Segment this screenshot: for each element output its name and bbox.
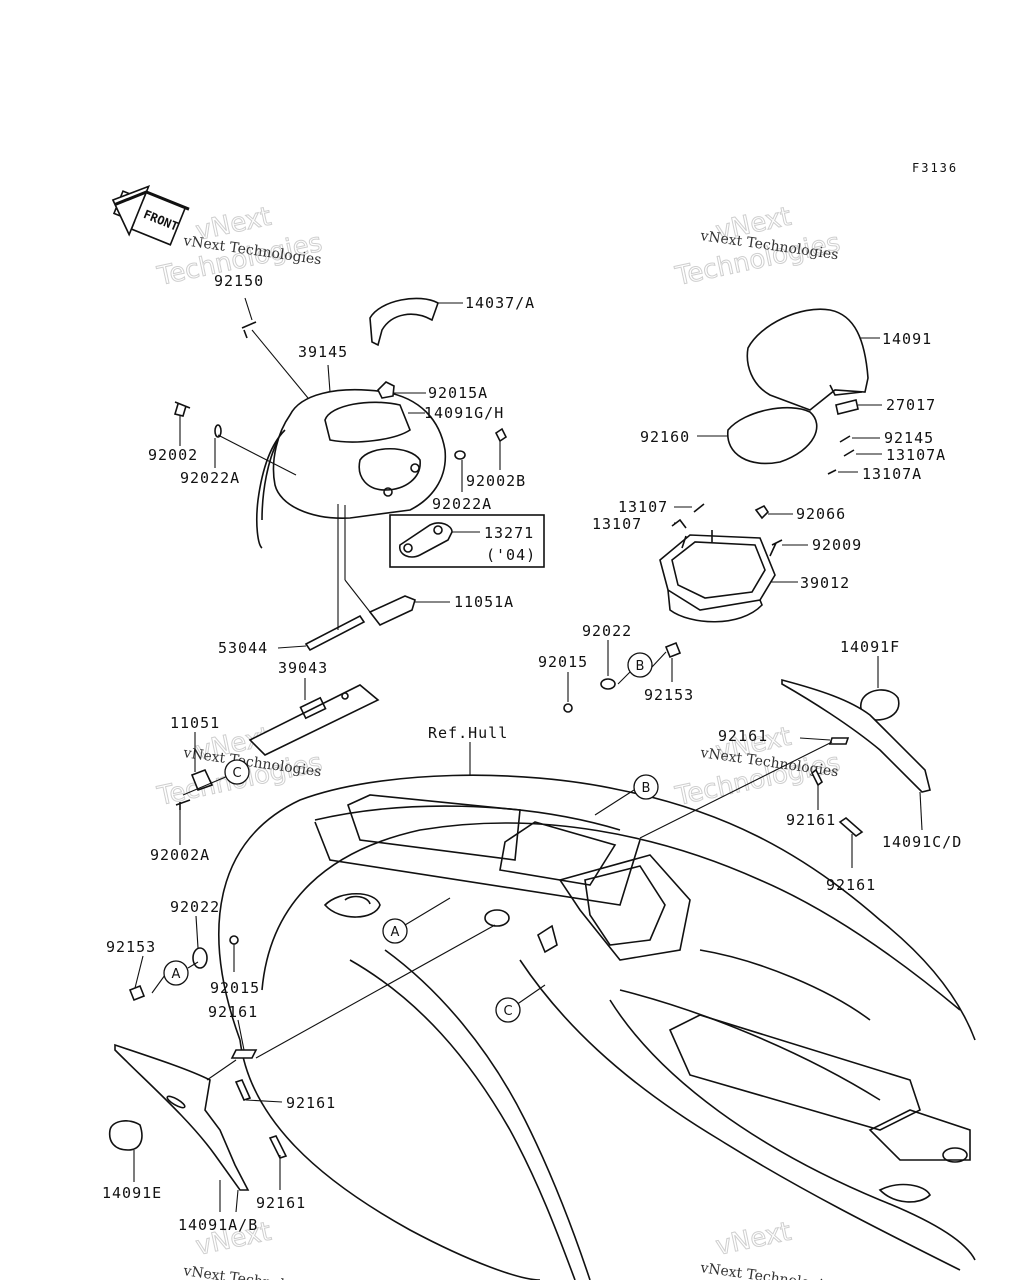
callout-A-left: A (163, 960, 189, 986)
part-92002A-bolt (175, 799, 191, 810)
part-14091AB-side-panel (114, 1043, 250, 1191)
part-39145-storage-case (255, 389, 447, 549)
part-13271-plate (389, 514, 545, 568)
label-14091E: 14091E (102, 1184, 162, 1202)
hull-drawing (218, 774, 976, 1280)
label-92150: 92150 (214, 272, 264, 290)
part-labels: 92150 14037/A 39145 92015A 14091G/H 9200… (102, 272, 962, 1234)
part-14091E-cap (108, 1120, 143, 1151)
label-39012: 39012 (800, 574, 850, 592)
part-11051A-bracket (368, 595, 416, 626)
label-14091: 14091 (882, 330, 932, 348)
label-92161-r3: 92161 (826, 876, 876, 894)
callout-A-top: A (382, 918, 408, 944)
callout-C-hull: C (495, 997, 521, 1023)
part-92022A-washer (214, 424, 222, 438)
label-39145: 39145 (298, 343, 348, 361)
label-11051: 11051 (170, 714, 220, 732)
label-92022A-left: 92022A (180, 469, 240, 487)
part-14091-seat-cover (746, 308, 869, 411)
label-39043: 39043 (278, 659, 328, 677)
part-39012-bucket (659, 530, 776, 623)
part-92002B-bolt (494, 427, 508, 443)
part-92022A-washer-right (454, 450, 466, 460)
front-arrow-icon: FRONT (111, 184, 190, 246)
label-92022-mid: 92022 (582, 622, 632, 640)
svg-text:C: C (232, 766, 241, 781)
watermark-text: vNext Technologies (698, 1260, 839, 1280)
part-92160-gasket (727, 406, 818, 465)
label-13107A-1: 13107A (886, 446, 946, 464)
part-39043-panel (248, 684, 380, 756)
part-92022-washer-mid (600, 678, 616, 690)
part-92015-nut (229, 935, 239, 945)
watermark-text: vNext (713, 1217, 794, 1262)
svg-text:B: B (642, 781, 651, 796)
label-92002A: 92002A (150, 846, 210, 864)
part-92015-nut-mid (563, 703, 573, 713)
label-92161-a: 92161 (208, 1003, 258, 1021)
svg-text:A: A (391, 925, 400, 940)
part-92002-bolt (173, 401, 191, 417)
label-ref-hull: Ref.Hull (428, 724, 508, 742)
label-92015-mid: 92015 (538, 653, 588, 671)
label-13107-2: 13107 (592, 515, 642, 533)
label-14091AB: 14091A/B (178, 1216, 258, 1234)
part-53044-rod (304, 614, 366, 652)
part-14037A-cover (369, 297, 439, 347)
label-92160: 92160 (640, 428, 690, 446)
part-92161-pads-right (810, 737, 864, 838)
figure-code: F3136 (912, 161, 958, 175)
label-92022-left: 92022 (170, 898, 220, 916)
watermark-text: vNext Technologies (181, 1263, 322, 1280)
part-92066-screw (754, 504, 770, 520)
part-14091CD-side-panel (781, 678, 931, 793)
label-92015A: 92015A (428, 384, 488, 402)
label-13271-note: ('04) (486, 546, 536, 564)
label-27017: 27017 (886, 396, 936, 414)
label-11051A: 11051A (454, 593, 514, 611)
label-92066: 92066 (796, 505, 846, 523)
leader-lines (133, 297, 923, 1213)
part-92022-washer (192, 947, 208, 969)
label-92022A-right: 92022A (432, 495, 492, 513)
callout-C-left: C (224, 759, 250, 785)
label-92153-mid: 92153 (644, 686, 694, 704)
part-13107-clips (671, 435, 855, 529)
watermark: vNext Technologies vNext Technologies vN… (154, 201, 844, 1280)
label-92015-left: 92015 (210, 979, 260, 997)
svg-text:B: B (636, 659, 645, 674)
label-92009: 92009 (812, 536, 862, 554)
svg-text:C: C (503, 1004, 512, 1019)
label-14037A: 14037/A (465, 294, 535, 312)
label-13107A-2: 13107A (862, 465, 922, 483)
callout-B-mid: B (627, 652, 653, 678)
part-92150-screw (241, 321, 257, 339)
label-13271: 13271 (484, 524, 534, 542)
label-92153-left: 92153 (106, 938, 156, 956)
label-92161-b: 92161 (286, 1094, 336, 1112)
label-92161-r2: 92161 (786, 811, 836, 829)
label-13107-1: 13107 (618, 498, 668, 516)
label-92161-r1: 92161 (718, 727, 768, 745)
part-92009-screw (769, 539, 783, 557)
label-92161-c: 92161 (256, 1194, 306, 1212)
label-92145: 92145 (884, 429, 934, 447)
part-27017-pad (835, 399, 859, 415)
part-92153-bolt-mid (664, 641, 682, 659)
svg-text:A: A (172, 967, 181, 982)
label-53044: 53044 (218, 639, 268, 657)
label-14091CD: 14091C/D (882, 833, 962, 851)
part-92161-pads-left (230, 1049, 288, 1159)
label-14091GH: 14091G/H (424, 404, 504, 422)
label-92002B: 92002B (466, 472, 526, 490)
part-92153-bolt (128, 984, 146, 1002)
label-14091F: 14091F (840, 638, 900, 656)
label-92002: 92002 (148, 446, 198, 464)
part-92015A-clip (377, 381, 395, 399)
callout-B-hull: B (633, 774, 659, 800)
